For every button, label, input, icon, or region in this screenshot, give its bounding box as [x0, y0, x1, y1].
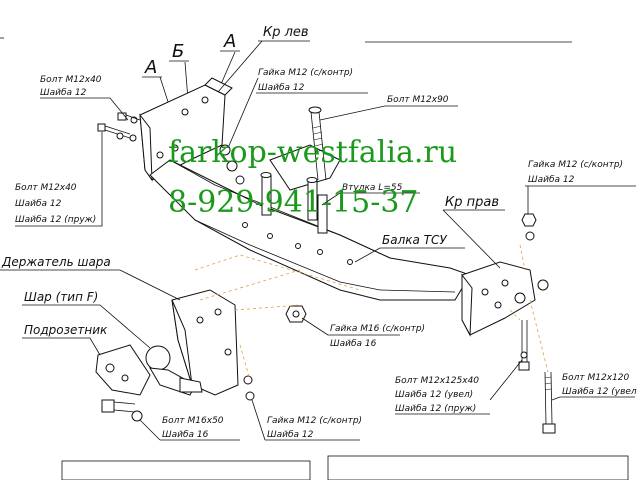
label-shayba12-uvel: Шайба 12 (увел)	[395, 390, 473, 400]
watermark-site: farkop-westfalia.ru	[168, 135, 457, 170]
nut-m16	[285, 305, 307, 323]
label-podrozetnik: Подрозетник	[24, 323, 108, 337]
label-gayka-m12-bottom: Гайка M12 (с/контр)	[267, 416, 362, 426]
label-shayba12-bottom: Шайба 12	[267, 430, 314, 440]
label-balka: Балка ТСУ	[382, 233, 447, 247]
bolt-m12x125	[518, 320, 530, 371]
label-derzhatel: Держатель шара	[1, 255, 111, 269]
left-bolt-group	[97, 112, 141, 142]
label-bolt-m16x50: Болт M16x50	[162, 416, 224, 426]
label-shar: Шар (тип F)	[24, 290, 98, 304]
left-bracket	[139, 77, 233, 182]
label-shayba16: Шайба 16	[330, 339, 377, 349]
view-letter-a-right: А	[223, 31, 236, 52]
tow-ball	[145, 345, 203, 396]
guide-line-5	[509, 309, 521, 321]
label-shayba12-top: Шайба 12	[40, 88, 87, 98]
guide-line-7	[519, 244, 526, 271]
label-gayka-m12-top: Гайка M12 (с/контр)	[258, 68, 353, 78]
left-nuts	[219, 144, 245, 185]
label-shayba12-uvel2: Шайба 12 (увел	[562, 387, 637, 397]
label-shayba12-left: Шайба 12	[15, 199, 62, 209]
label-kr-lev: Кр лев	[263, 25, 309, 40]
view-letter-a-left: А	[144, 57, 157, 78]
label-bolt-m12x40-left: Болт M12x40	[15, 183, 77, 193]
nut-m12-bottom	[243, 375, 255, 401]
label-bolt-m12x40-top: Болт M12x40	[40, 75, 102, 85]
label-gayka-m16: Гайка M16 (с/контр)	[330, 324, 425, 334]
guide-line-6	[529, 299, 549, 373]
label-shayba12-right: Шайба 12	[528, 175, 575, 185]
bolt-m12x90	[308, 106, 327, 181]
guide-line-3	[234, 304, 301, 311]
title-block-left	[61, 460, 311, 480]
right-bracket	[461, 261, 536, 337]
label-bolt-m12x120: Болт M12x120	[562, 373, 630, 383]
label-gayka-m12-right: Гайка M12 (с/контр)	[528, 160, 623, 170]
title-block-right	[327, 455, 629, 480]
view-letter-b: Б	[172, 41, 184, 62]
socket-plate	[95, 344, 151, 396]
bolt-m16x50	[101, 399, 143, 422]
watermark-phone: 8-929-941-15-37	[168, 185, 419, 220]
label-kr-prav: Кр прав	[445, 195, 499, 210]
guide-line-4	[239, 344, 251, 381]
tow-beam	[149, 159, 471, 301]
label-shayba12-pruzh-left: Шайба 12 (пруж)	[15, 215, 96, 225]
label-bolt-m12x90: Болт M12x90	[387, 95, 449, 105]
right-top-nuts	[521, 213, 537, 241]
label-vtulka: Втулка L=55	[342, 183, 403, 193]
center-plate	[260, 144, 341, 234]
label-shayba12-pruzh: Шайба 12 (пруж)	[395, 404, 476, 414]
label-bolt-m12x125: Болт M12x125x40	[395, 376, 479, 386]
right-washers	[514, 279, 549, 304]
label-shayba16-b: Шайба 16	[162, 430, 209, 440]
bolt-m12x120	[542, 371, 556, 434]
label-shayba12-top2: Шайба 12	[258, 83, 305, 93]
